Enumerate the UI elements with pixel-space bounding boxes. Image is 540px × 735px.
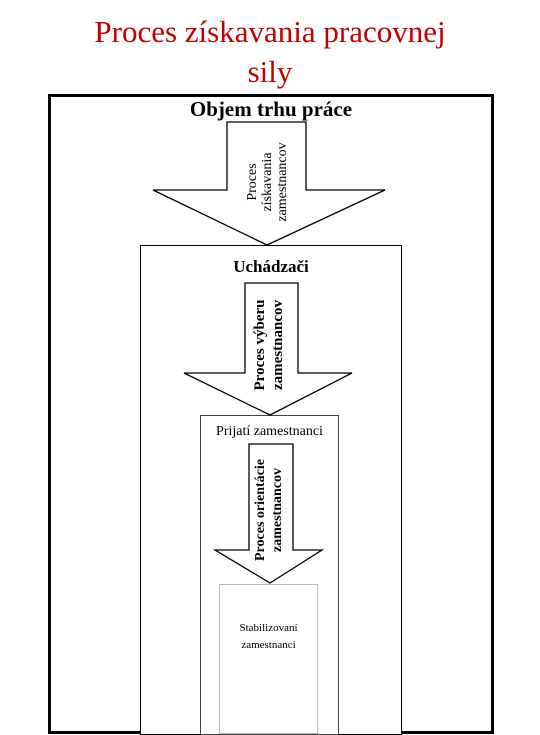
hired-employees-label: Prijatí zamestnanci bbox=[216, 424, 323, 439]
selection-arrow-text-line-2: zamestnancov bbox=[270, 300, 286, 390]
arrows-layer bbox=[152, 121, 386, 584]
applicants-label: Uchádzači bbox=[233, 257, 309, 276]
orientation-arrow bbox=[212, 443, 325, 584]
stabilized-employees-label-line-1: Stabilizovaní bbox=[239, 622, 298, 634]
selection-arrow-text: Proces výberu zamestnancov bbox=[245, 275, 295, 415]
stabilized-employees-label: Stabilizovaní zamestnanci bbox=[219, 620, 318, 654]
page-title-line-1: Proces získavania pracovnej bbox=[94, 14, 446, 49]
acquisition-arrow-text-line-1: Proces bbox=[245, 163, 260, 201]
orientation-arrow-text-line-2: zamestnancov bbox=[270, 468, 285, 552]
acquisition-arrow bbox=[152, 121, 386, 246]
labor-market-label: Objem trhu práce bbox=[189, 97, 353, 121]
acquisition-arrow-text: Proces získavania zamestnancov bbox=[239, 114, 299, 250]
selection-arrow bbox=[183, 282, 353, 416]
selection-arrow-text-line-1: Proces výberu bbox=[252, 299, 268, 391]
page-title-line-2: sily bbox=[247, 54, 293, 89]
orientation-arrow-text: Proces orientácie zamestnancov bbox=[248, 445, 292, 575]
orientation-arrow-text-line-1: Proces orientácie bbox=[253, 459, 268, 561]
page-title: Proces získavania pracovnej sily bbox=[0, 12, 540, 92]
stabilized-employees-label-line-2: zamestnanci bbox=[241, 639, 296, 651]
acquisition-arrow-text-line-2: získavania bbox=[260, 152, 275, 212]
acquisition-arrow-text-line-3: zamestnancov bbox=[275, 142, 290, 222]
